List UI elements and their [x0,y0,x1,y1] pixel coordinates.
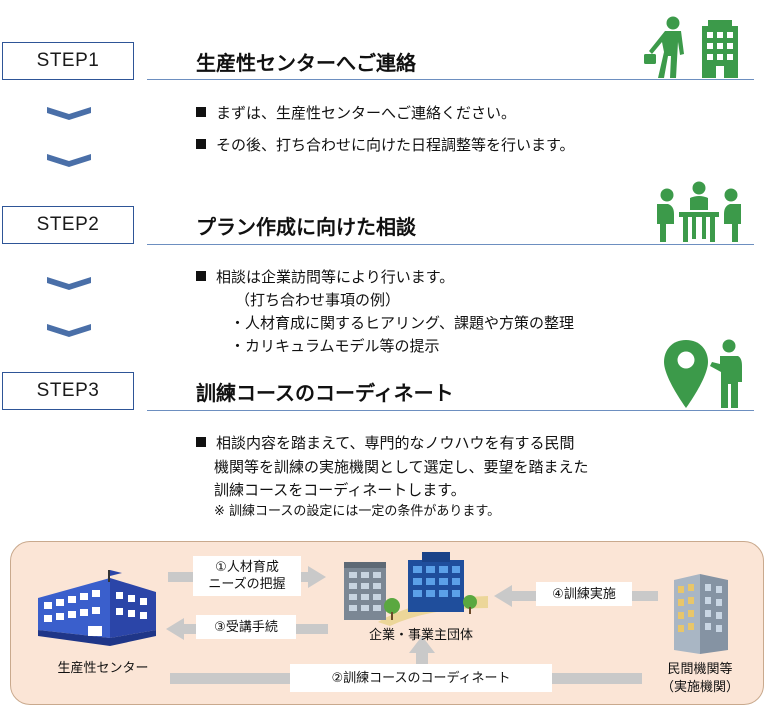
meeting-icon [657,181,741,242]
arrow3-label: ③受講手続 [196,615,296,639]
step2-title: プラン作成に向けた相談 [196,215,416,239]
center-label: 生産性センター [57,661,149,676]
step1-label-box: STEP1 [2,42,134,80]
company-buildings-icon [344,552,488,626]
step1-bullet-1: まずは、生産性センターへご連絡ください。 [196,102,516,123]
map-pin-person-icon [664,339,742,408]
private-label-1: 民間機関等 [667,662,733,677]
arrow4-label: ④訓練実施 [536,582,632,606]
businessman-building-icon [644,16,738,78]
step1-bullet-2: その後、打ち合わせに向けた日程調整等を行います。 [196,134,575,155]
bullet-square-icon [196,107,206,117]
step3-bullet: 相談内容を踏まえて、専門的なノウハウを有する民間 [196,432,575,453]
arrow-up-icon [409,636,435,653]
step3-line-3: 訓練コースをコーディネートします。 [214,481,466,499]
company-label: 企業・事業主団体 [368,628,473,643]
step2-examples-heading: （打ち合わせ事項の例） [235,291,401,309]
chevron-down-icon [47,277,91,290]
step3-label-box: STEP3 [2,372,134,410]
step2-example-1: ・人材育成に関するヒアリング、課題や方策の整理 [230,314,574,332]
step2-label: STEP2 [36,214,100,235]
productivity-center-building-icon [38,570,156,646]
private-institution-building-icon [674,574,728,654]
chevron-down-icon [47,107,91,120]
arrow-left-icon [494,585,512,607]
arrow-left-icon [166,618,184,640]
arrow-right-icon [308,566,326,588]
arrow1-label: ①人材育成 ニーズの把握 [193,556,301,596]
step1-label: STEP1 [36,50,100,71]
step2-example-2: ・カリキュラムモデル等の提示 [230,337,440,355]
private-label-2: （実施機関） [660,680,739,695]
step3-label: STEP3 [36,380,100,401]
step3-line-2: 機関等を訓練の実施機関として選定し、要望を踏まえた [214,458,589,476]
step2-label-box: STEP2 [2,206,134,244]
bullet-square-icon [196,139,206,149]
step2-divider [147,244,754,245]
chevron-down-icon [47,324,91,337]
step1-title: 生産性センターへご連絡 [196,51,416,75]
step3-title: 訓練コースのコーディネート [196,381,454,405]
bullet-square-icon [196,437,206,447]
step2-bullet: 相談は企業訪問等により行います。 [196,266,454,287]
bullet-square-icon [196,271,206,281]
step3-note: ※ 訓練コースの設定には一定の条件があります。 [214,504,501,519]
step1-divider [147,79,754,80]
chevron-down-icon [47,154,91,167]
arrow2-label: ②訓練コースのコーディネート [290,664,552,692]
step3-divider [147,410,754,411]
